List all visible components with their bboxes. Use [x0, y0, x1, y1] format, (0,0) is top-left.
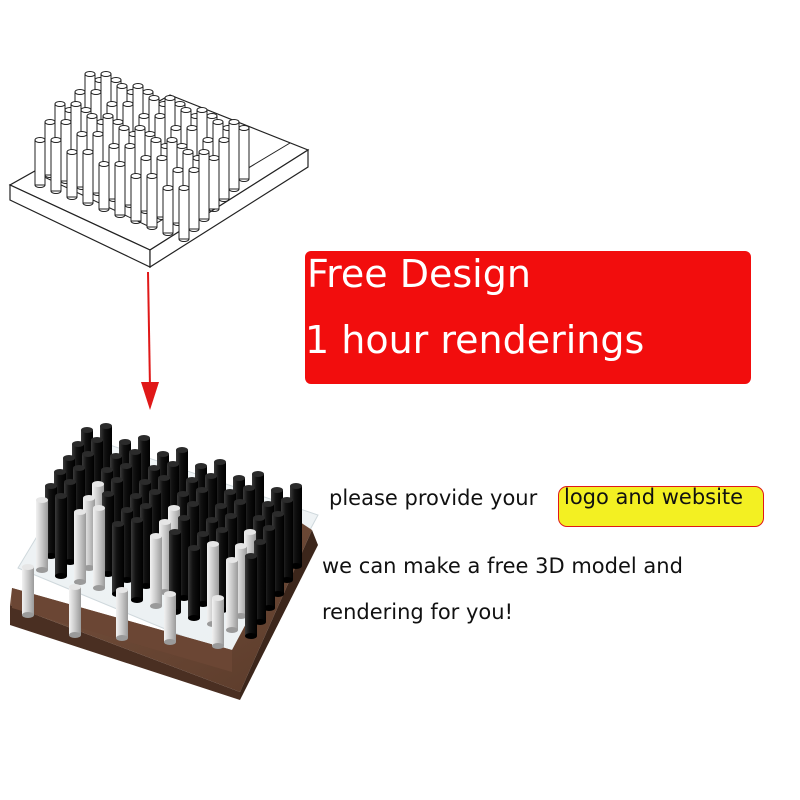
- render-black-pin: [55, 493, 67, 579]
- render-grey-pin: [116, 587, 128, 641]
- sketch-pin: [34, 137, 46, 188]
- sketch-pin: [198, 149, 210, 222]
- sketch-pin: [238, 125, 250, 182]
- sketch-pin: [162, 185, 174, 236]
- sketch-pins: [34, 71, 250, 242]
- sketch-pin: [178, 185, 190, 242]
- render-wood-side: [240, 530, 318, 700]
- render-wood-top: [10, 522, 312, 692]
- render-pins: [22, 423, 302, 649]
- sketch-pin: [208, 155, 220, 212]
- promo-banner: [305, 251, 751, 384]
- banner-title: Free Design: [307, 252, 531, 296]
- arrow-down-icon: [141, 271, 159, 410]
- render-grey-pin: [212, 595, 224, 649]
- sketch-pin: [50, 137, 62, 194]
- sketch-pin: [218, 137, 230, 202]
- sketch-pin: [188, 167, 200, 232]
- message-line-provide: please provide your: [329, 486, 538, 510]
- render-black-pin: [131, 517, 143, 603]
- highlight-text: logo and website: [564, 485, 744, 509]
- message-line-rendering: rendering for you!: [322, 600, 513, 624]
- sketch-pin: [66, 149, 78, 200]
- sketch-pin: [130, 173, 142, 224]
- render-black-pin: [188, 545, 200, 621]
- message-line-model: we can make a free 3D model and: [322, 554, 683, 578]
- sketch-drawing: [8, 71, 310, 269]
- render-grey-pin: [93, 505, 105, 591]
- sketch-pin: [146, 173, 158, 230]
- sketch-pin: [228, 119, 240, 192]
- banner-subtitle: 1 hour renderings: [305, 318, 645, 362]
- render-black-pin: [112, 521, 124, 597]
- sketch-pin: [82, 149, 94, 206]
- render-black-pin: [245, 553, 257, 639]
- render-grey-pin: [226, 557, 238, 633]
- render-grey-pin: [74, 509, 86, 585]
- render-grey-pin: [22, 564, 34, 618]
- sketch-pin: [212, 119, 224, 186]
- sketch-pin: [98, 161, 110, 212]
- render-image: [10, 423, 319, 700]
- render-grey-pin: [150, 533, 162, 609]
- render-wood-front: [10, 605, 240, 700]
- render-grey-pin: [164, 591, 176, 645]
- highlight-box: [558, 486, 764, 527]
- render-grey-pin: [36, 497, 48, 573]
- sketch-pin: [114, 161, 126, 218]
- render-grey-pin: [69, 584, 81, 638]
